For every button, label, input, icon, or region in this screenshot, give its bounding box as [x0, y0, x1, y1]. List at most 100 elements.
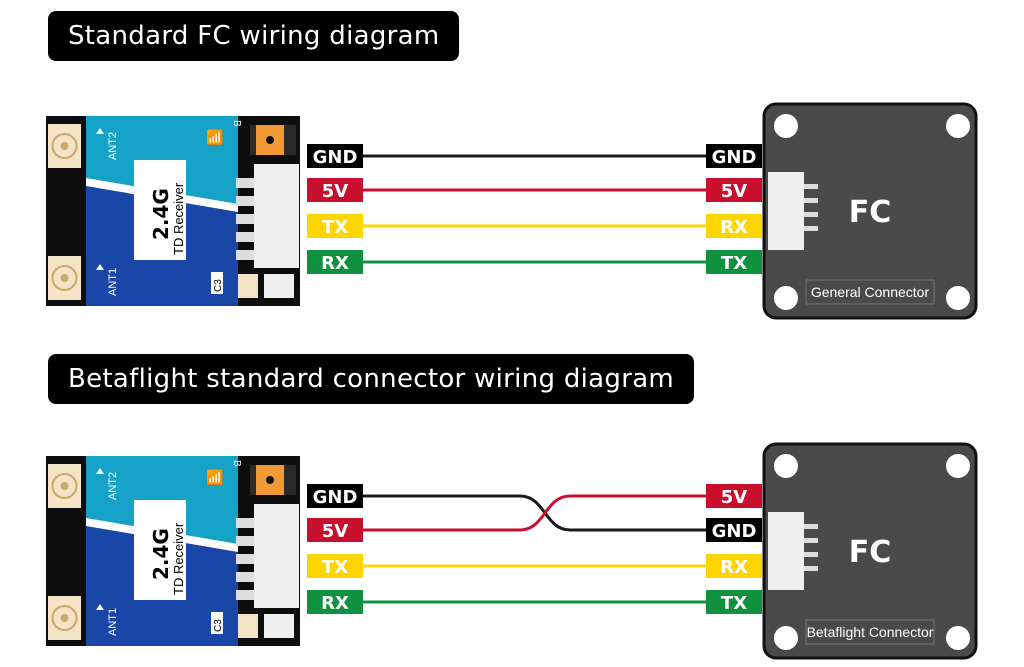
section-1-title: Standard FC wiring diagram	[48, 11, 460, 61]
receiver-pin-label-gnd: GND	[313, 147, 358, 168]
fc-pin-label-gnd: GND	[712, 521, 757, 542]
receiver-freq: 2.4G	[149, 528, 173, 580]
receiver-pin-gnd	[307, 144, 363, 168]
antenna-pin	[60, 142, 69, 150]
receiver-connector	[254, 504, 299, 608]
receiver-pin-label-gnd: GND	[313, 487, 358, 508]
receiver-pin-label-tx: TX	[322, 557, 348, 578]
antenna-ring	[51, 133, 78, 159]
antenna-pin	[60, 482, 69, 490]
fc-pin-gnd	[706, 144, 762, 168]
receiver-pin-tx	[307, 554, 363, 578]
connector-pin	[236, 554, 254, 564]
connector-pin	[236, 250, 254, 260]
receiver-pin-5v	[307, 518, 363, 542]
receiver-connector	[254, 164, 299, 268]
antenna-pin	[60, 614, 69, 622]
connector-pin	[236, 214, 254, 224]
fc-board: FC Betaflight Connector	[762, 442, 978, 660]
receiver-pin-label-rx: RX	[321, 593, 349, 614]
receiver-pin-5v	[307, 178, 363, 202]
ant1-label: ANT1	[107, 608, 119, 636]
connector-type-box	[805, 279, 935, 305]
fc-connector	[768, 172, 804, 250]
crystal	[264, 614, 294, 638]
section-2-title: Betaflight standard connector wiring dia…	[48, 354, 695, 404]
ant2-label: ANT2	[107, 472, 119, 500]
fc-pin-5v	[706, 484, 762, 508]
signal-icon: 📶	[206, 129, 223, 146]
fc-pin-label-5v: 5V	[721, 487, 748, 508]
connector-type-box	[805, 619, 935, 645]
receiver-label-box	[134, 160, 186, 260]
fc-pin-label-rx: RX	[720, 557, 748, 578]
fc-label: FC	[849, 195, 892, 230]
connector-pin	[236, 232, 254, 242]
connector-pin	[236, 572, 254, 582]
receiver-pin-rx	[307, 250, 363, 274]
mounting-hole	[946, 454, 970, 478]
connector-type-label: General Connector	[811, 284, 930, 300]
fc-connector-pin	[804, 198, 818, 203]
fc-pin-label-tx: TX	[721, 253, 747, 274]
fc-pin-label-tx: TX	[721, 593, 747, 614]
connector-pin	[236, 196, 254, 206]
receiver-pin-label-tx: TX	[322, 217, 348, 238]
fc-connector-pin	[804, 212, 818, 217]
receiver-pin-rx	[307, 590, 363, 614]
antenna-ring	[51, 605, 78, 631]
receiver-name: TD Receiver	[171, 182, 186, 255]
mounting-hole	[774, 454, 798, 478]
bind-button-dot	[266, 136, 274, 144]
mounting-hole	[774, 286, 798, 310]
fc-pin-tx	[706, 250, 762, 274]
antenna-ring	[51, 473, 78, 499]
fc-connector-pin	[804, 524, 818, 529]
mounting-hole	[774, 114, 798, 138]
fc-connector-pin	[804, 566, 818, 571]
c3-box	[211, 612, 223, 634]
fc-label: FC	[849, 535, 892, 570]
receiver-pin-label-5v: 5V	[322, 181, 349, 202]
receiver-pin-tx	[307, 214, 363, 238]
fc-pin-5v	[706, 178, 762, 202]
fc-pin-rx	[706, 214, 762, 238]
fc-connector-pin	[804, 538, 818, 543]
ant2-arrow-icon	[96, 468, 104, 474]
receiver-label-box	[134, 500, 186, 600]
fc-pin-label-rx: RX	[720, 217, 748, 238]
b-mark: B	[231, 120, 242, 127]
fc-connector-pin	[804, 184, 818, 189]
antenna-pin	[60, 274, 69, 282]
fc-connector-pin	[804, 226, 818, 231]
connector-type-label: Betaflight Connector	[807, 624, 934, 640]
fc-connector	[768, 512, 804, 590]
wires	[363, 494, 706, 604]
b-mark: B	[231, 460, 242, 467]
receiver-pin-gnd	[307, 484, 363, 508]
fc-pin-tx	[706, 590, 762, 614]
fc-pin-gnd	[706, 518, 762, 542]
wires	[363, 154, 706, 264]
receiver-name: TD Receiver	[171, 522, 186, 595]
pad	[238, 274, 258, 298]
fc-pin-label-gnd: GND	[712, 147, 757, 168]
fc-pin-label-5v: 5V	[721, 181, 748, 202]
signal-icon: 📶	[206, 469, 223, 486]
fc-connector-pin	[804, 552, 818, 557]
c3-box	[211, 272, 223, 294]
wire-5v	[363, 494, 706, 532]
connector-pin	[236, 518, 254, 528]
receiver-pin-label-5v: 5V	[322, 521, 349, 542]
ant1-label: ANT1	[107, 268, 119, 296]
ant2-label: ANT2	[107, 132, 119, 160]
ant2-arrow-icon	[96, 128, 104, 134]
c3-label: C3	[213, 619, 224, 632]
mounting-hole	[946, 626, 970, 650]
fc-board: FC General Connector	[762, 102, 978, 320]
fc-pin-rx	[706, 554, 762, 578]
